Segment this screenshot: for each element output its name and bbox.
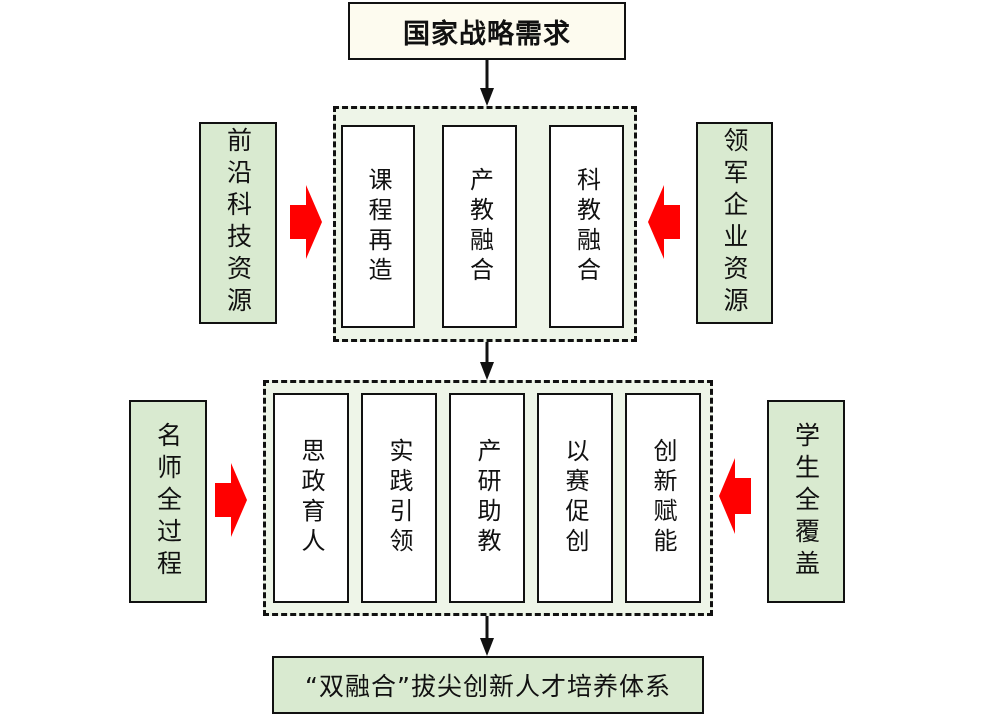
national-strategic-demand-label: 国家战略需求 [403, 18, 571, 50]
student-full-coverage-label: 学生全覆盖 [791, 421, 821, 582]
flow-arrow-stage2-to-bottom [480, 616, 494, 656]
frontier-tech-resources-label: 前沿科技资源 [223, 127, 253, 319]
red-arrow-right-icon [215, 463, 247, 537]
stage1-item-industry-education: 产教融合 [442, 125, 517, 328]
stage2-item-competition-innovation: 以赛促创 [537, 393, 613, 603]
red-arrow-left-icon [719, 458, 751, 534]
stage1-item-label: 科教融合 [572, 166, 601, 287]
leading-enterprise-resources-box: 领军企业资源 [696, 122, 773, 324]
stage2-item-research-teaching: 产研助教 [449, 393, 525, 603]
stage2-item-innovation-empowerment: 创新赋能 [625, 393, 701, 603]
stage2-item-label: 产研助教 [473, 438, 501, 558]
stage1-item-label: 课程再造 [364, 166, 392, 287]
red-arrow-left-icon [648, 185, 680, 259]
student-full-coverage-box: 学生全覆盖 [767, 400, 845, 603]
stage1-item-label: 产教融合 [465, 166, 494, 287]
stage2-item-label: 以赛促创 [561, 438, 589, 558]
stage2-item-practice-lead: 实践引领 [361, 393, 437, 603]
red-arrow-right-icon [290, 185, 322, 259]
stage2-item-label: 思政育人 [297, 438, 325, 558]
talent-cultivation-system-label: “双融合”拔尖创新人才培养体系 [305, 672, 671, 701]
famous-teacher-whole-process-label: 名师全过程 [153, 421, 183, 582]
talent-cultivation-system-box: “双融合”拔尖创新人才培养体系 [272, 656, 704, 714]
flow-arrow-top-to-stage1 [480, 60, 494, 106]
frontier-tech-resources-box: 前沿科技资源 [199, 122, 277, 324]
flow-arrow-stage1-to-stage2 [480, 342, 494, 380]
stage2-item-label: 实践引领 [385, 438, 413, 558]
national-strategic-demand-box: 国家战略需求 [348, 2, 626, 60]
stage2-item-label: 创新赋能 [649, 438, 677, 558]
famous-teacher-whole-process-box: 名师全过程 [129, 400, 207, 603]
stage1-item-science-education: 科教融合 [549, 125, 624, 328]
stage1-item-curriculum-reform: 课程再造 [341, 125, 415, 328]
stage2-item-ideological-education: 思政育人 [273, 393, 349, 603]
leading-enterprise-resources-label: 领军企业资源 [720, 127, 749, 319]
